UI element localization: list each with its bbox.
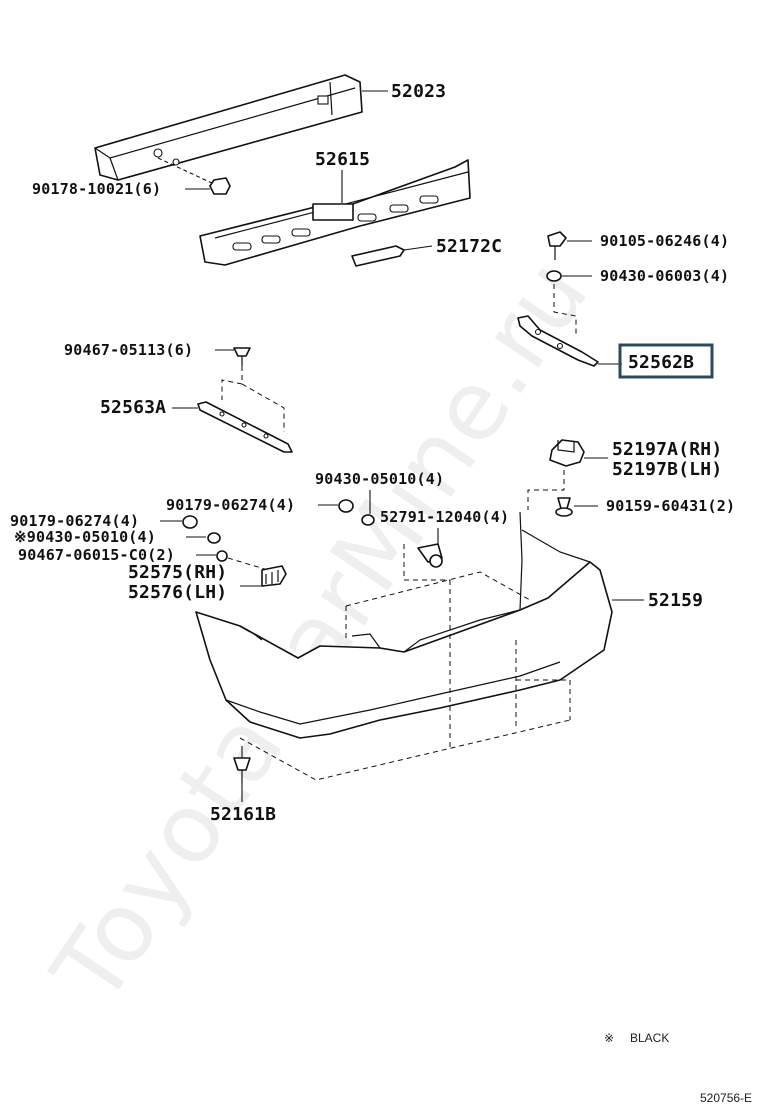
washer-90430-05010-b-icon[interactable] (207, 532, 221, 544)
side-bracket-52197-icon[interactable] (549, 439, 585, 467)
label-90159: 90159-60431(2) (606, 497, 735, 515)
label-52023: 52023 (391, 81, 446, 102)
label-52172C: 52172C (436, 236, 502, 257)
label-52615: 52615 (315, 149, 370, 170)
highlight-box-52562B (618, 343, 714, 379)
bolt-90105-icon[interactable] (547, 231, 567, 260)
washer-90430-06003-icon[interactable] (546, 270, 562, 282)
bolt-90178-icon[interactable] (157, 157, 231, 195)
label-52197A: 52197A(RH) (612, 439, 722, 460)
mounting-bracket-52575-icon[interactable] (261, 565, 287, 587)
label-90179-a: 90179-06274(4) (166, 496, 295, 514)
legend-text: BLACK (630, 1031, 669, 1045)
label-90105: 90105-06246(4) (600, 232, 729, 250)
screw-90159-icon[interactable] (555, 497, 573, 517)
clip-90467-06015-icon[interactable] (216, 550, 228, 562)
label-90179-b: 90179-06274(4) (10, 512, 139, 530)
label-52791: 52791-12040(4) (380, 508, 509, 526)
nut-90179-b-icon[interactable] (182, 515, 198, 529)
figure-id: 520756-E (700, 1091, 752, 1105)
label-90430-05010-top: 90430-05010(4) (315, 470, 444, 488)
fastener-52791-icon[interactable] (417, 543, 443, 568)
label-90467-06015: 90467-06015-C0(2) (18, 546, 175, 564)
clip-90467-05113-icon[interactable] (233, 347, 251, 366)
energy-absorber-52615[interactable] (199, 159, 471, 266)
label-52576: 52576(LH) (128, 582, 227, 603)
reinforcement-beam-52023[interactable] (94, 74, 363, 181)
legend-mark: ※ (604, 1031, 614, 1045)
retainer-52563A[interactable] (197, 401, 293, 453)
label-52161B: 52161B (210, 804, 276, 825)
label-52562B: 52562B (628, 352, 694, 373)
label-90430-05010-mark: ※90430-05010(4) (14, 528, 156, 546)
washer-90430-05010-icon[interactable] (361, 514, 375, 526)
label-90467-05113: 90467-05113(6) (64, 341, 193, 359)
label-90430-06003: 90430-06003(4) (600, 267, 729, 285)
label-52197B: 52197B(LH) (612, 459, 722, 480)
bracket-52562B[interactable] (517, 315, 599, 367)
nut-90179-a-icon[interactable] (338, 499, 354, 513)
label-52575: 52575(RH) (128, 562, 227, 583)
label-52563A: 52563A (100, 397, 166, 418)
label-90178: 90178-10021(6) (32, 180, 161, 198)
pin-52172C-icon[interactable] (351, 245, 405, 267)
label-52159: 52159 (648, 590, 703, 611)
clip-52161B-icon[interactable] (233, 757, 251, 782)
